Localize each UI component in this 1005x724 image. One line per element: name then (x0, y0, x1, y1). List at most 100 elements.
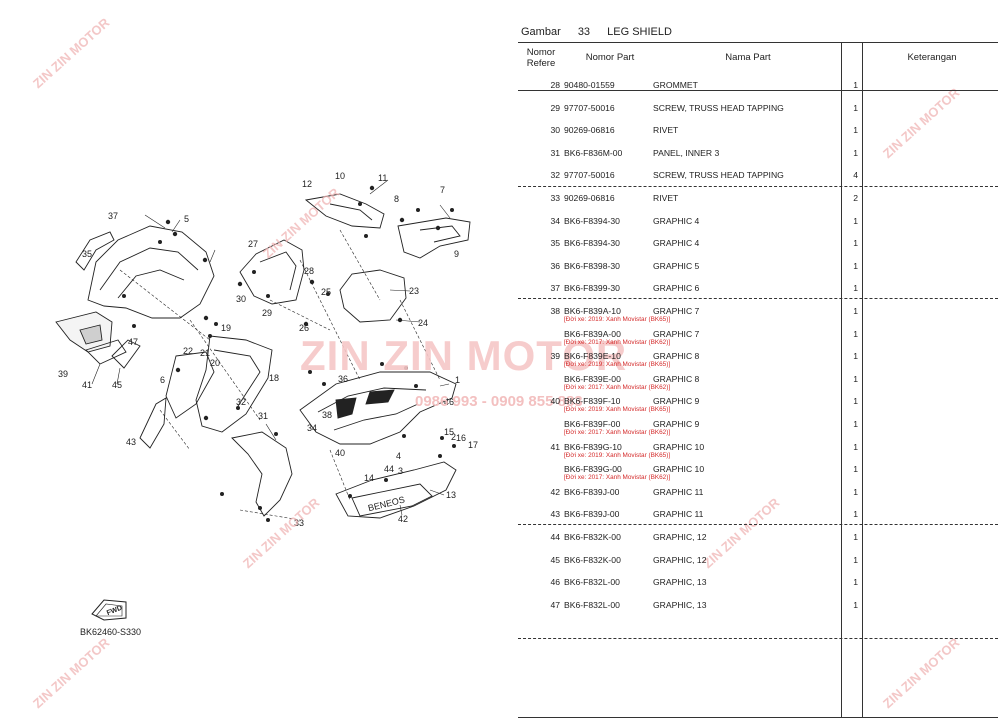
ref-number: 31 (550, 147, 560, 158)
ref-number: 30 (550, 125, 560, 136)
part-number: 97707-50016 (564, 170, 615, 181)
table-row: 46 BK6-F832L-00 GRAPHIC, 13 1 (518, 577, 998, 589)
callout-24: 24 (418, 318, 428, 328)
callout-9: 9 (454, 249, 459, 259)
part-name: GRAPHIC 11 (653, 509, 704, 520)
part-number: BK6-F839J-00 (564, 509, 620, 520)
part-number: BK6-F839E-10 (564, 351, 621, 362)
callout-18: 18 (269, 373, 279, 383)
quantity: 1 (853, 147, 858, 158)
part-number: BK6-F832K-00 (564, 532, 621, 542)
grille-strip-part (75, 231, 115, 271)
group-divider (518, 186, 998, 187)
part-name: GROMMET (653, 80, 698, 90)
callout-42: 42 (398, 514, 408, 524)
graphic-41-part (85, 339, 127, 365)
ref-number: 47 (550, 599, 560, 610)
part-name: RIVET (653, 193, 679, 203)
ref-number: 38 (550, 306, 560, 316)
part-name: GRAPHIC 8 (653, 351, 700, 362)
callout-5: 5 (184, 214, 189, 224)
quantity: 1 (853, 554, 858, 565)
ref-number: 41 (550, 441, 560, 452)
callout-4: 4 (396, 451, 401, 461)
quantity: 1 (853, 215, 858, 226)
callout-29: 29 (262, 308, 272, 318)
callout-2: 2 (451, 432, 456, 442)
column-divider (841, 42, 842, 718)
part-number: BK6-F8394-30 (564, 238, 620, 249)
part-name: GRAPHIC 10 (653, 464, 705, 475)
quantity: 4 (853, 170, 858, 181)
column-divider (862, 42, 863, 718)
part-name: PANEL, INNER 3 (653, 147, 720, 158)
callout-16: 16 (456, 433, 466, 443)
upper-center-23-part (339, 269, 407, 323)
quantity: 1 (853, 80, 858, 90)
ref-number: 44 (550, 532, 560, 542)
quantity: 1 (853, 396, 858, 407)
quantity: 1 (853, 351, 858, 362)
part-number: BK6-F839E-00 (564, 373, 621, 384)
part-number: BK6-F839F-10 (564, 396, 621, 407)
callout-13: 13 (446, 490, 456, 500)
part-name: GRAPHIC, 13 (653, 577, 707, 588)
graphic-7-part (397, 217, 471, 259)
header-part-no: Nomor Part (585, 52, 635, 63)
group-divider (518, 638, 998, 639)
callout-8: 8 (394, 194, 399, 204)
quantity: 1 (853, 486, 858, 497)
callout-46: 46 (444, 397, 454, 407)
part-name: SCREW, TRUSS HEAD TAPPING (653, 102, 784, 113)
inner-panel-27-part (239, 239, 305, 305)
quantity: 1 (853, 373, 858, 384)
ref-number: 34 (550, 215, 560, 226)
ref-number: 40 (550, 396, 560, 407)
part-name: GRAPHIC 5 (653, 260, 700, 271)
ref-number: 46 (550, 577, 560, 588)
exploded-view-drawing: BENEOS (55, 171, 478, 621)
part-number: BK6-F839A-00 (564, 328, 621, 339)
callout-15: 15 (444, 427, 454, 437)
callout-numbers: 1 2 3 4 5 6 7 8 9 10 11 12 13 14 15 16 1… (58, 171, 478, 528)
callout-47: 47 (128, 337, 138, 347)
header-remarks: Keterangan (907, 52, 957, 63)
part-name: GRAPHIC 10 (653, 441, 705, 452)
callout-38: 38 (322, 410, 332, 420)
graphic-43-part (139, 397, 167, 449)
figure-number: 33 (577, 26, 591, 38)
part-number: BK6-F832L-00 (564, 577, 620, 588)
header-ref: Nomor Refere (526, 47, 556, 69)
quantity: 1 (853, 441, 858, 452)
part-number: BK6-F839J-00 (564, 486, 620, 497)
quantity: 1 (853, 577, 858, 588)
quantity: 1 (853, 599, 858, 610)
callout-20: 20 (210, 358, 220, 368)
header-part-name: Nama Part (725, 52, 771, 63)
callout-31: 31 (258, 411, 268, 421)
callout-32: 32 (236, 397, 246, 407)
model-year-note: [Đời xe: 2019: Xanh Movistar (BK65)] (564, 361, 671, 369)
callout-11: 11 (378, 173, 387, 183)
model-year-note: [Đời xe: 2019: Xanh Movistar (BK65)] (564, 316, 671, 323)
quantity: 1 (853, 306, 858, 316)
callout-17: 17 (468, 440, 478, 450)
model-year-note: [Đời xe: 2019: Xanh Movistar (BK65)] (564, 406, 671, 414)
part-name: SCREW, TRUSS HEAD TAPPING (653, 170, 784, 181)
ref-number: 37 (550, 283, 560, 294)
